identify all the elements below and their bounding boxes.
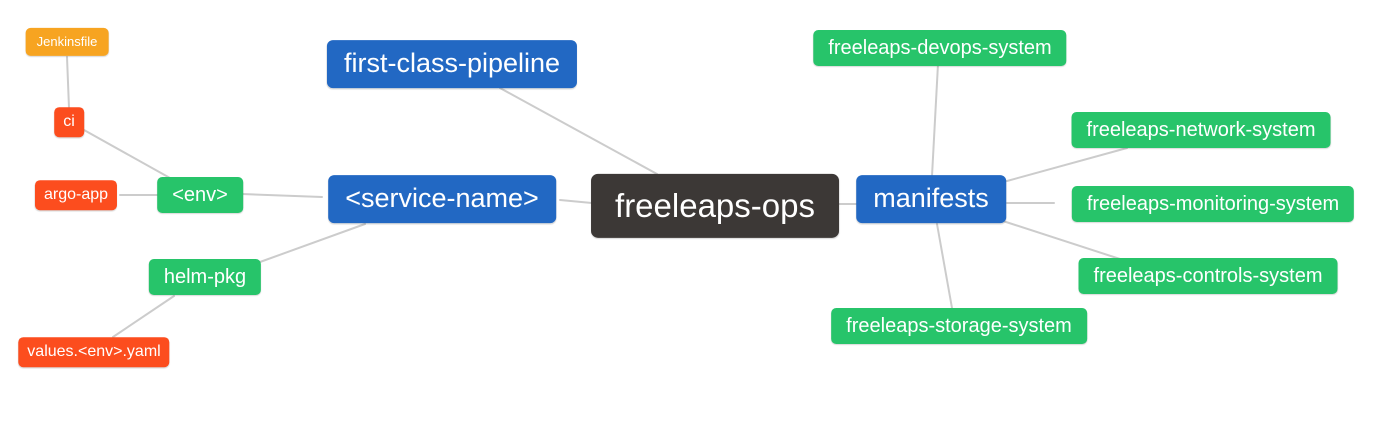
node-label: freeleaps-network-system [1086,119,1316,141]
node-label: manifests [873,183,989,214]
node-freeleaps-devops-system[interactable]: freeleaps-devops-system [813,30,1067,66]
node-freeleaps-network-system[interactable]: freeleaps-network-system [1071,112,1331,148]
node-label: first-class-pipeline [343,48,561,79]
node-label: freeleaps-monitoring-system [1086,193,1340,215]
node-ci[interactable]: ci [54,107,84,137]
node-label: freeleaps-ops [615,186,815,224]
node-service-name[interactable]: <service-name> [328,175,556,223]
node-freeleaps-controls-system[interactable]: freeleaps-controls-system [1078,258,1338,294]
node-values-env-yaml[interactable]: values.<env>.yaml [18,337,170,367]
node-label: values.<env>.yaml [27,343,161,361]
edge-helm-pkg-to-service-name [259,223,366,263]
node-label: Jenkinsfile [36,33,98,49]
node-label: freeleaps-controls-system [1093,265,1323,287]
node-label: helm-pkg [163,266,247,288]
edge-manifests-to-freeleaps-controls-system [1002,220,1121,260]
node-label: argo-app [43,186,109,204]
node-freeleaps-monitoring-system[interactable]: freeleaps-monitoring-system [1071,186,1355,222]
node-helm-pkg[interactable]: helm-pkg [148,259,262,295]
node-label: <service-name> [345,183,539,214]
edge-jenkinsfile-to-ci [66,56,70,109]
edge-manifests-to-freeleaps-network-system [1006,147,1128,182]
edge-ci-to-env [83,129,171,179]
node-manifests[interactable]: manifests [856,175,1006,223]
node-label: <env> [172,184,228,206]
edge-manifests-to-freeleaps-devops-system [931,63,939,177]
node-first-class-pipeline[interactable]: first-class-pipeline [326,40,578,88]
node-env[interactable]: <env> [157,177,243,213]
node-freeleaps-storage-system[interactable]: freeleaps-storage-system [831,308,1087,344]
edge-first-class-pipeline-to-freeleaps-ops [499,87,658,175]
edge-manifests-to-freeleaps-storage-system [936,223,953,309]
edge-helm-pkg-to-values-env-yaml [112,295,175,338]
edge-env-to-service-name [241,193,323,198]
node-label: freeleaps-storage-system [846,315,1072,337]
node-label: ci [63,113,75,131]
node-jenkinsfile[interactable]: Jenkinsfile [25,27,109,57]
node-label: freeleaps-devops-system [828,37,1052,59]
node-freeleaps-ops[interactable]: freeleaps-ops [591,173,839,239]
node-argo-app[interactable]: argo-app [34,180,118,210]
edge-service-name-to-freeleaps-ops [559,199,593,204]
